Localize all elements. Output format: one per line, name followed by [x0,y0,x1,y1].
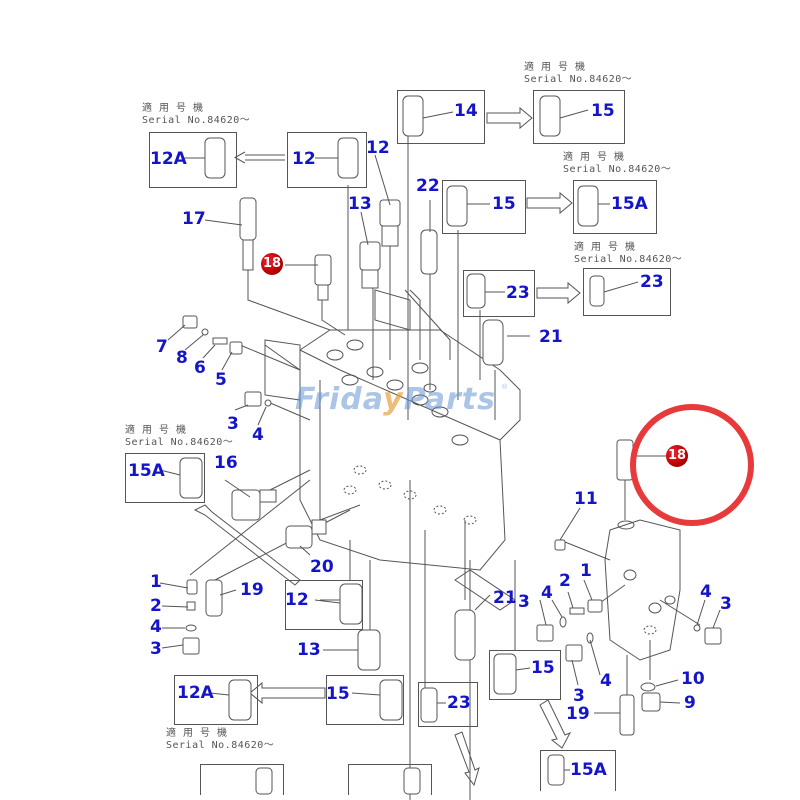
serial-note-15A: 適 用 号 機 Serial No.84620～ [563,152,671,176]
part-label-12[interactable]: 12 [285,590,309,610]
part-label-3[interactable]: 3 [518,592,530,612]
part-box-15A-top-right[interactable] [573,180,657,234]
part-label-19[interactable]: 19 [566,704,590,724]
part-label-6[interactable]: 6 [194,358,206,378]
part-label-12[interactable]: 12 [292,149,316,169]
serial-note-en: Serial No.84620～ [166,740,275,751]
part-label-14[interactable]: 14 [454,101,478,121]
part-label-12A[interactable]: 12A [150,149,187,169]
part-label-15A[interactable]: 15A [570,760,607,780]
part-label-2[interactable]: 2 [150,596,162,616]
part-box-15-top-right[interactable] [533,90,625,144]
part-label-9[interactable]: 9 [684,693,696,713]
part-label-5[interactable]: 5 [215,370,227,390]
serial-note-jp: 適 用 号 機 [125,425,187,436]
part-label-12[interactable]: 12 [366,138,390,158]
part-label-13[interactable]: 13 [348,194,372,214]
registered-mark: ® [502,384,508,391]
serial-note-en: Serial No.84620～ [142,115,251,126]
part-label-1[interactable]: 1 [150,572,162,592]
part-label-23[interactable]: 23 [506,283,530,303]
part-label-16[interactable]: 16 [214,453,238,473]
part-label-15[interactable]: 15 [492,194,516,214]
part-box-23-mid[interactable] [463,270,535,317]
part-box-15-right-bottom[interactable] [489,650,561,700]
part-label-4[interactable]: 4 [541,583,553,603]
part-label-2[interactable]: 2 [559,571,571,591]
part-box-cut-bottom-mid [348,764,432,795]
serial-note-jp: 適 用 号 機 [574,242,636,253]
part-label-4[interactable]: 4 [600,671,612,691]
part-label-15A[interactable]: 15A [611,194,648,214]
part-label-13[interactable]: 13 [297,640,321,660]
part-box-15A-left[interactable] [125,453,205,503]
serial-note-top-right: 適 用 号 機 Serial No.84620～ [524,62,632,86]
serial-note-jp: 適 用 号 機 [166,728,228,739]
part-box-12A-top[interactable] [149,132,237,188]
part-box-15-bottom[interactable] [326,675,404,725]
serial-note-left: 適 用 号 機 Serial No.84620～ [125,425,233,449]
part-label-4[interactable]: 4 [700,582,712,602]
part-box-12A-bottom[interactable] [174,675,258,725]
part-box-cut-bottom-left [200,764,284,795]
part-box-23-bottom[interactable] [418,682,478,727]
part-label-19[interactable]: 19 [240,580,264,600]
serial-note-jp: 適 用 号 機 [524,62,586,73]
part-label-3[interactable]: 3 [573,686,585,706]
part-label-7[interactable]: 7 [156,337,168,357]
part-label-4[interactable]: 4 [150,617,162,637]
part-label-11[interactable]: 11 [574,489,598,509]
serial-note-en: Serial No.84620～ [125,437,234,448]
serial-note-en: Serial No.84620～ [563,164,672,175]
part-label-15[interactable]: 15 [531,658,555,678]
part-label-12A[interactable]: 12A [177,683,214,703]
watermark-text-2: Parts [403,382,496,417]
part-label-15[interactable]: 15 [591,101,615,121]
callout-part-18-left[interactable]: 18 [261,253,283,275]
part-label-10[interactable]: 10 [681,669,705,689]
serial-note-jp: 適 用 号 機 [142,103,204,114]
part-label-4[interactable]: 4 [252,425,264,445]
serial-note-23: 適 用 号 機 Serial No.84620～ [574,242,682,266]
part-label-3[interactable]: 3 [227,414,239,434]
part-label-21[interactable]: 21 [493,588,517,608]
part-label-20[interactable]: 20 [310,557,334,577]
part-label-22[interactable]: 22 [416,176,440,196]
part-label-3[interactable]: 3 [150,639,162,659]
part-box-15-mid[interactable] [442,180,526,234]
part-label-1[interactable]: 1 [580,561,592,581]
watermark-text-1: Frida [295,382,384,417]
part-label-23[interactable]: 23 [640,272,664,292]
watermark-logo: FridayParts [295,382,496,417]
serial-note-top-left: 適 用 号 機 Serial No.84620～ [142,103,250,127]
part-label-3[interactable]: 3 [720,594,732,614]
serial-note-jp: 適 用 号 機 [563,152,625,163]
part-box-12-top[interactable] [287,132,367,188]
serial-note-bottom: 適 用 号 機 Serial No.84620～ [166,728,274,752]
watermark-text-y: y [383,382,404,417]
part-label-8[interactable]: 8 [176,348,188,368]
part-label-15[interactable]: 15 [326,684,350,704]
part-label-17[interactable]: 17 [182,209,206,229]
part-label-15A[interactable]: 15A [128,461,165,481]
serial-note-en: Serial No.84620～ [524,74,633,85]
serial-note-en: Serial No.84620～ [574,254,683,265]
part-label-23[interactable]: 23 [447,693,471,713]
part-label-21[interactable]: 21 [539,327,563,347]
part-box-15A-bottom-right[interactable] [540,750,616,791]
part-box-23-right[interactable] [583,268,671,316]
part-box-14[interactable] [397,90,485,144]
highlight-ring [630,404,754,526]
